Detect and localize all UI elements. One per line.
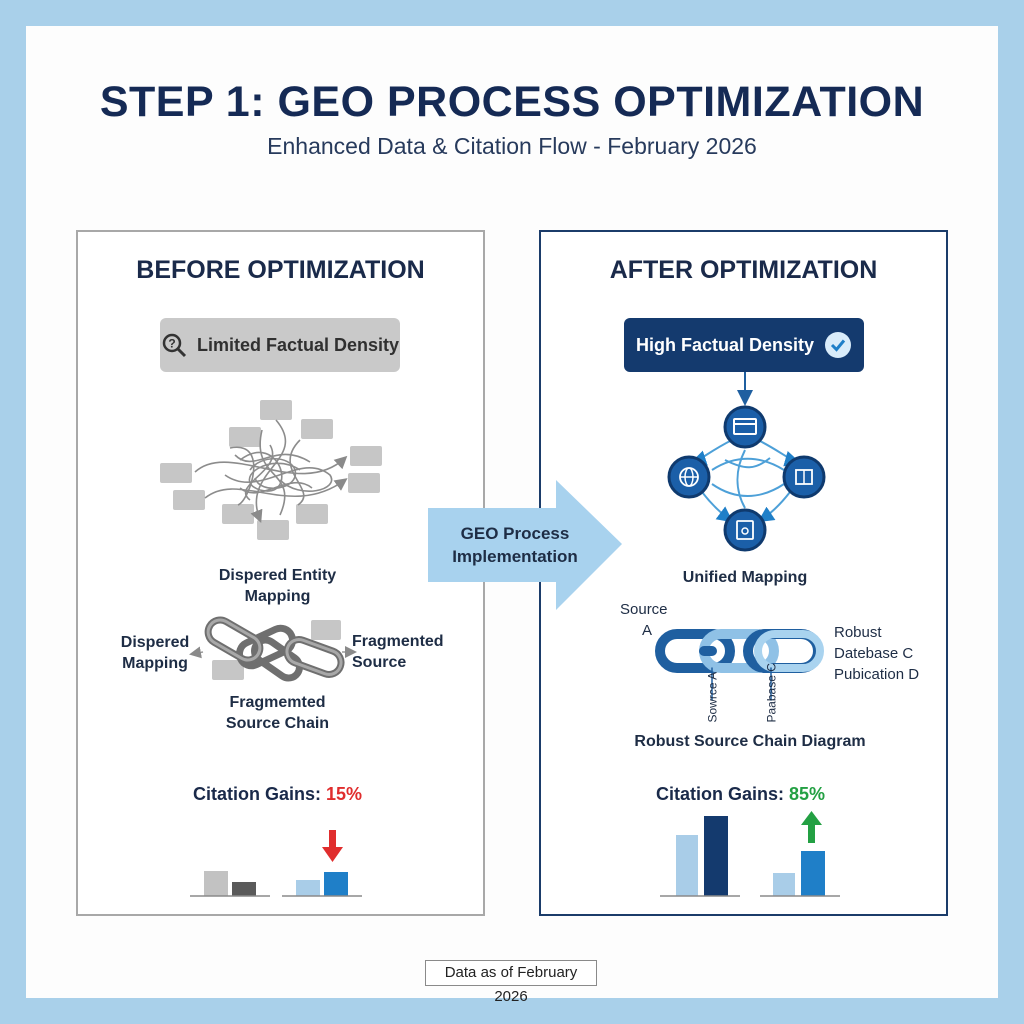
node-database-icon [723, 405, 767, 449]
transition-arrow [428, 480, 622, 610]
page-title: STEP 1: GEO PROCESS OPTIMIZATION [99, 78, 925, 126]
after-bar-chart [660, 811, 840, 897]
arrow-up-icon [801, 811, 822, 843]
vertical-database-c-label: Paabase C [764, 663, 779, 723]
transition-line2: Implementation [452, 547, 578, 566]
robust-line3: Pubication D [834, 666, 920, 683]
robust-chain-graphic [655, 629, 824, 701]
left-label-line1: Dispered [120, 634, 190, 651]
before-bar-1 [204, 871, 228, 896]
robust-line2: Datebase C [834, 645, 914, 662]
entity-label-line2: Mapping [244, 588, 311, 605]
source-a-label: Source A [620, 599, 680, 641]
data-date-footer: Data as of February 2026 [425, 960, 597, 1005]
fragmented-source-label: Fragmented Source [352, 631, 448, 673]
source-a-line2: A [642, 622, 653, 639]
source-a-line1: Source [620, 601, 668, 618]
before-bar-chart [190, 830, 362, 897]
before-citation-gains: Citation Gains: 15% [193, 784, 362, 805]
after-bar-4 [801, 851, 825, 896]
dispered-entity-mapping-label: Dispered Entity Mapping [200, 565, 355, 607]
before-gain-value: 15% [326, 784, 363, 804]
transition-label: GEO Process Implementation [440, 522, 590, 568]
page-subtitle: Enhanced Data & Citation Flow - February… [267, 133, 757, 159]
vertical-source-a-label: Sowrce A [705, 671, 720, 723]
unified-mapping-label: Unified Mapping [682, 569, 808, 586]
tangled-mapping-graphic [160, 400, 382, 540]
unified-mapping-graphic [667, 405, 826, 552]
robust-line1: Robust [834, 624, 882, 641]
before-panel-title: BEFORE OPTIMIZATION [136, 256, 425, 284]
node-globe-icon [667, 455, 711, 499]
after-citation-gains: Citation Gains: 85% [656, 784, 825, 805]
after-bar-3 [773, 873, 795, 896]
limited-density-label: Limited Factual Density [196, 334, 400, 355]
arrow-down-icon [322, 830, 343, 862]
high-density-pill: High Factual Density [624, 318, 864, 372]
svg-text:?: ? [168, 337, 175, 351]
before-bar-4 [324, 872, 348, 896]
high-density-label: High Factual Density [635, 334, 815, 355]
chain-label-line1: Fragmemted [229, 694, 326, 711]
entity-label-line1: Dispered Entity [218, 567, 337, 584]
right-label-line1: Fragmented [352, 633, 444, 650]
robust-sources-label: Robust Datebase C Pubication D [834, 622, 934, 685]
after-bar-2 [704, 816, 728, 896]
fragmented-source-chain-label: Fragmemted Source Chain [200, 692, 355, 734]
node-building-icon [782, 455, 826, 499]
before-bar-2 [232, 882, 256, 896]
before-bar-3 [296, 880, 320, 896]
after-gain-prefix: Citation Gains: [656, 784, 790, 804]
right-label-line2: Source [352, 654, 407, 671]
left-label-line2: Mapping [122, 655, 188, 672]
check-circle-icon [824, 331, 852, 359]
magnifier-question-icon: ? [161, 332, 187, 358]
limited-density-pill: ? Limited Factual Density [160, 318, 400, 372]
after-panel-title: AFTER OPTIMIZATION [609, 256, 878, 284]
transition-line1: GEO Process [460, 524, 570, 543]
node-document-icon [723, 508, 767, 552]
before-gain-prefix: Citation Gains: [193, 784, 327, 804]
after-bar-1 [676, 835, 698, 896]
dispered-mapping-label: Dispered Mapping [110, 632, 200, 674]
after-gain-value: 85% [789, 784, 826, 804]
robust-source-chain-label: Robust Source Chain Diagram [634, 733, 866, 750]
chain-label-line2: Source Chain [225, 715, 330, 732]
fragmented-chain-graphic [189, 616, 357, 682]
